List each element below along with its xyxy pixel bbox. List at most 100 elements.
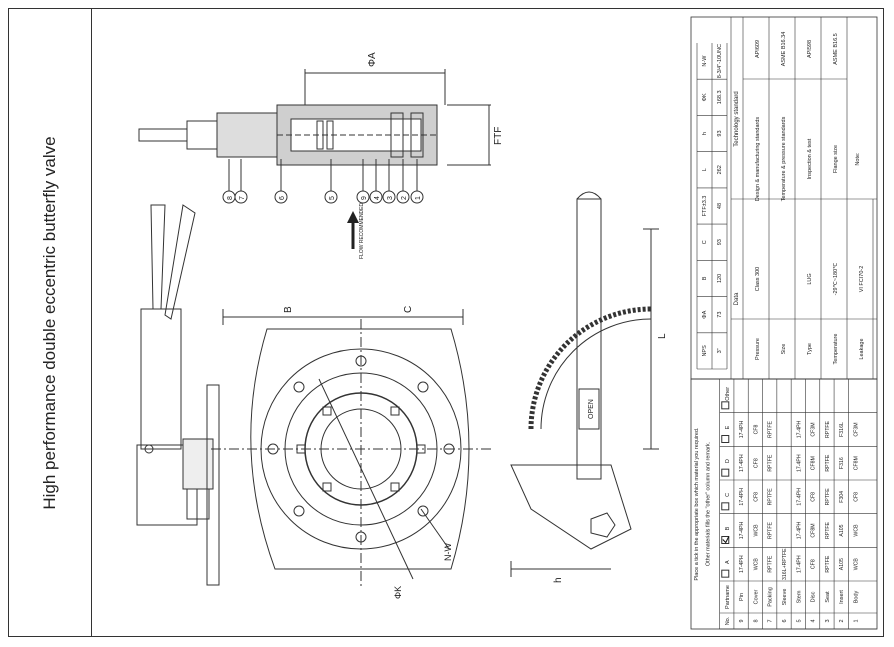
materials-cell: F316L [839,422,845,437]
materials-cell-part: Disc [811,591,817,602]
dim-b-label: B [283,306,294,313]
materials-cell: WCB [854,558,860,571]
standards-label: Inspection & test [807,138,813,179]
dim-c-label: C [403,306,414,313]
materials-cell: CF3M [811,422,817,436]
materials-cell: CF8 [811,492,817,502]
materials-header-col: Other [725,387,731,401]
materials-cell: RPTFE [825,454,831,472]
dim-nw-label: N-W [443,543,453,561]
dim-phiA-label: ΦA [367,52,378,67]
materials-cell: RPTFE [768,454,774,472]
materials-cell-no: 8 [753,619,759,622]
materials-cell: WCB [854,524,860,537]
technical-drawing: ΦA FTF FLOW RECOMMENDED B C L h ΦK N-W O… [136,16,878,630]
balloon-7: 7 [239,196,246,200]
top-view [510,191,659,550]
materials-cell-no: 9 [739,619,745,622]
materials-header-col: A [725,560,731,564]
materials-header-part: Partname [725,585,731,609]
data-label: Leakage [859,338,865,359]
dimension-value: 168.3 [717,90,723,104]
materials-cell: CF8M [811,523,817,537]
handle-open-label: OPEN [588,399,595,419]
standards-value: API609 [755,40,761,58]
data-value: Class 300 [755,267,761,291]
materials-cell-no: 6 [782,619,788,622]
dimension-value: 93 [717,239,723,245]
dimension-value: 93 [717,130,723,136]
materials-cell: RPTFE [768,555,774,573]
materials-cell: CF3M [854,422,860,436]
materials-cell: F316 [839,457,845,469]
dimension-header: NPS [702,345,708,357]
dimension-value: 262 [717,165,723,174]
materials-cell: RPTFE [825,488,831,506]
materials-cell: 17-4PH [739,555,745,573]
materials-header-no: No. [725,616,731,625]
materials-cell: A105 [839,524,845,536]
drawing-title: High performance double eccentric butter… [40,136,59,510]
data-value: VI FCI70-2 [859,266,865,293]
dimension-value: 73 [717,312,723,318]
materials-cell: 17-4PH [739,488,745,506]
standards-value: API598 [807,40,813,58]
materials-cell-part: Body [854,590,860,603]
drawing-sheet: High performance double eccentric butter… [8,8,884,637]
balloon-1: 1 [415,196,422,200]
materials-cell-part: Cover [753,589,759,604]
dimension-header: h [702,132,708,135]
materials-cell: CF8 [854,492,860,502]
dimension-header: FTF±3.3 [702,196,708,217]
materials-cell: CF8M [811,456,817,470]
materials-cell: CF8 [811,559,817,569]
dimension-value: 8-3/4"-10UNC [717,44,723,78]
materials-cell: 17-4PH [796,555,802,573]
materials-cell-part: Seat [825,591,831,603]
dimension-header: ΦA [702,310,708,318]
materials-cell: 17-4PH [796,420,802,438]
dimension-value: 120 [717,274,723,283]
materials-header-col: C [725,493,731,497]
materials-cell-part: Pin [739,593,745,601]
standards-label: Flange size [833,145,839,173]
materials-cell: CF8 [753,424,759,434]
dimension-header: ΦK [702,93,708,101]
section-view [138,69,491,204]
material-checkbox[interactable] [721,468,730,477]
materials-cell: RPTFE [825,521,831,539]
materials-cell: 17-4PH [739,420,745,438]
materials-cell: 17-4PH [739,521,745,539]
material-checkbox[interactable] [721,435,730,443]
front-view [136,204,611,589]
materials-cell: RPTFE [768,488,774,506]
materials-cell: 17-4PH [739,454,745,472]
materials-cell: CF8M [854,456,860,470]
material-checkbox[interactable] [721,502,730,511]
standards-label: Design & manufacturing standards [755,117,761,202]
materials-note-1: Place a tick in the appropriate box whic… [694,427,700,581]
materials-cell: RPTFE [768,420,774,438]
dimension-header: N-W [702,55,708,67]
title-bar: High performance double eccentric butter… [9,9,92,636]
dimension-header: B [702,276,708,280]
balloon-5: 5 [329,196,336,200]
materials-cell: RPTFE [825,420,831,438]
materials-cell-part: Sleeve [782,589,788,606]
materials-cell: A105 [839,558,845,570]
material-checkbox[interactable] [721,401,730,410]
data-label: Size [781,344,787,355]
dim-ftf-label: FTF [493,127,504,145]
dim-phiK-label: ΦK [393,586,403,599]
materials-cell: 17-4PH [796,521,802,539]
materials-cell: 316L+RPTFE [782,548,788,580]
materials-cell: RPTFE [768,521,774,539]
material-checkbox[interactable] [721,536,730,544]
materials-note-2: Other materials fills the "other" column… [706,441,712,566]
materials-cell-no: 7 [768,619,774,622]
material-checkbox[interactable] [721,569,730,578]
materials-cell: 17-4PH [796,454,802,472]
balloon-8: 8 [227,196,234,200]
data-label: Type [807,343,813,355]
